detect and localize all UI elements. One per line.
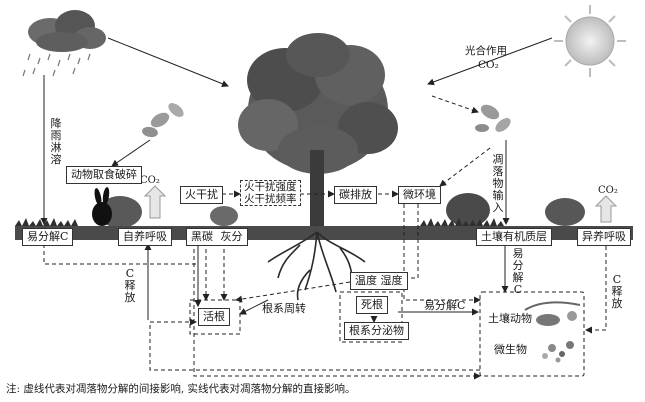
root-turnover-label: 根系周转: [262, 302, 306, 315]
dead-root-box: 死根: [356, 296, 388, 314]
root-exudate-box: 根系分泌物: [344, 322, 409, 340]
falling-leaves-left-icon: [142, 103, 184, 138]
animal-feeding-box: 动物取食破碎: [66, 166, 142, 184]
soil-animal-icon: [524, 301, 581, 326]
root-pool-box: [339, 291, 403, 343]
live-root-box: [189, 299, 241, 335]
photosynthesis-co2-label: CO₂: [478, 59, 499, 71]
arrow-sun-to-tree: [427, 37, 553, 86]
soil-animal-label: 土壤动物: [488, 312, 532, 325]
arrow-box-to-live-left: [149, 318, 480, 371]
arrow-root-to-live: [239, 299, 269, 315]
ash-label: 灰分: [220, 230, 243, 243]
shrub-icons: [98, 193, 585, 228]
co2-left-label: CO₂: [140, 175, 160, 186]
c-release-right-label: C释放: [611, 273, 623, 310]
easy-decomp-c-mid-label: 易分解C: [424, 299, 466, 312]
temperature-humidity-box: 温度 湿度: [350, 272, 408, 290]
tree-roots: [267, 231, 366, 301]
arrow-micro-to-soil-box: [403, 204, 481, 304]
co2-up-arrow-left-icon: [143, 185, 167, 219]
soil-organic-layer-box: 土壤有机质层: [476, 228, 552, 246]
easy-decomp-c-left-box: 易分解C: [22, 228, 74, 246]
falling-leaves-right-icon: [475, 104, 511, 132]
autotrophic-resp-box: 自养呼吸: [118, 228, 172, 246]
arrow-temp-to-live: [235, 281, 351, 303]
black-carbon-label: 黑碳: [191, 230, 213, 243]
arrow-micro-to-temp: [387, 204, 419, 282]
photosynthesis-label: 光合作用: [465, 45, 507, 57]
arrow-leaves-to-animal: [111, 139, 151, 167]
heterotrophic-resp-box: 异养呼吸: [577, 228, 631, 246]
arrow-cloud-to-tree: [107, 37, 229, 88]
live-root-label-box: 活根: [198, 308, 230, 326]
soil-biota-box: [479, 291, 585, 377]
fire-disturbance-box: 火干扰: [180, 186, 223, 204]
black-carbon-ash-box: 黑碳 灰分: [186, 228, 248, 246]
carbon-emission-box: 碳排放: [334, 186, 377, 204]
arrow-leaves-to-micro: [439, 147, 491, 187]
arrow-c-release-right: [585, 246, 607, 334]
arrow-bottom-long: [193, 242, 481, 380]
tree-canopy: [238, 33, 398, 232]
rain-leaching-label: 降雨淋溶: [50, 117, 62, 166]
micro-environment-box: 微环境: [398, 186, 441, 204]
microbe-label: 微生物: [494, 343, 527, 356]
co2-up-arrow-right-icon: [594, 195, 618, 223]
rabbit-icon: [92, 187, 112, 226]
soil-easy-decomp-label: 易分解C: [512, 247, 524, 296]
microbe-icon: [542, 341, 574, 363]
arrow-easyc-left-down: [43, 244, 202, 307]
rain-cloud-icon: [22, 10, 106, 77]
c-release-left-label: C释放: [124, 267, 136, 304]
co2-right-label: CO₂: [598, 185, 618, 196]
footnote: 注: 虚线代表对凋落物分解的间接影响, 实线代表对凋落物分解的直接影响。: [6, 383, 356, 395]
arrow-tree-to-leaves-right: [431, 95, 479, 114]
fire-frequency-label: 火干扰频率: [244, 193, 297, 205]
fire-parameters-box: 火干扰强度 火干扰频率: [240, 180, 301, 206]
fire-intensity-label: 火干扰强度: [244, 181, 297, 193]
litter-input-label: 凋落物输入: [492, 153, 504, 214]
sun-icon: [554, 5, 626, 77]
